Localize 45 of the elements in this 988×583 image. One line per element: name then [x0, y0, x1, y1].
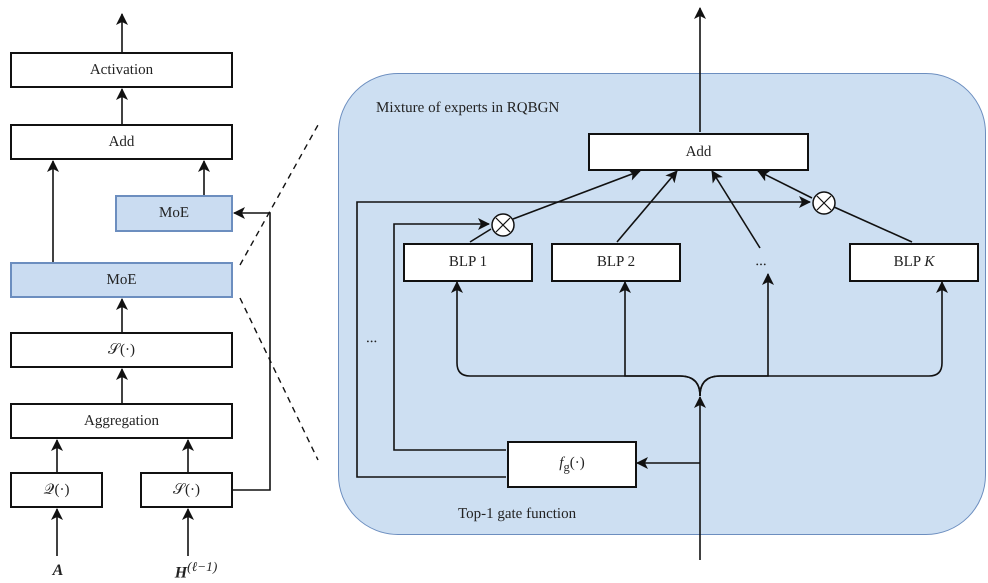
arrow: [233, 207, 271, 491]
process-box: 𝒮(·): [140, 472, 233, 508]
arrow: [116, 368, 128, 403]
arrow: [616, 170, 678, 243]
multiply-symbol: [491, 213, 515, 237]
arrow: [116, 13, 128, 52]
arrow: [51, 439, 63, 472]
ellipsis-text: ...: [366, 330, 378, 347]
arrow: [51, 508, 63, 556]
arrow: [116, 298, 128, 332]
expert-panel: [338, 73, 986, 535]
process-box: f$_{g}$(·): [507, 441, 637, 488]
arrow: [116, 88, 128, 124]
arrow: [694, 7, 706, 132]
arrow: [182, 439, 194, 472]
process-box: Add: [10, 124, 233, 160]
arrow: [47, 160, 59, 262]
multiply-symbol: [812, 191, 836, 215]
process-box: Activation: [10, 52, 233, 88]
input-label: H$^{(ℓ−1)}$: [166, 560, 226, 582]
process-box: 𝒬(·): [10, 472, 103, 508]
arrow: [757, 170, 812, 199]
arrow: [356, 196, 811, 478]
shared-connector: [694, 396, 706, 463]
arrow: [711, 170, 761, 248]
process-box: Add: [588, 133, 809, 171]
arrow: [512, 169, 641, 220]
panel-title: Mixture of experts in RQBGN: [376, 100, 560, 117]
ellipsis-text: ...: [747, 251, 775, 271]
arrow: [619, 281, 701, 396]
input-label: A: [44, 560, 72, 582]
process-box: Aggregation: [10, 403, 233, 439]
process-box: BLP 2: [551, 243, 681, 282]
arrow: [636, 457, 700, 469]
moe-box: MoE: [115, 195, 233, 232]
process-box: BLP K: [849, 243, 979, 282]
moe-box: MoE: [10, 262, 233, 298]
process-box: 𝒮(·): [10, 332, 233, 368]
arrow: [182, 508, 194, 556]
shared-connector: [699, 463, 701, 560]
arrow: [198, 160, 210, 195]
caption-text: Top-1 gate function: [458, 506, 576, 523]
arrow: [393, 218, 506, 451]
arrow: [699, 281, 948, 396]
process-box: BLP 1: [403, 243, 533, 282]
